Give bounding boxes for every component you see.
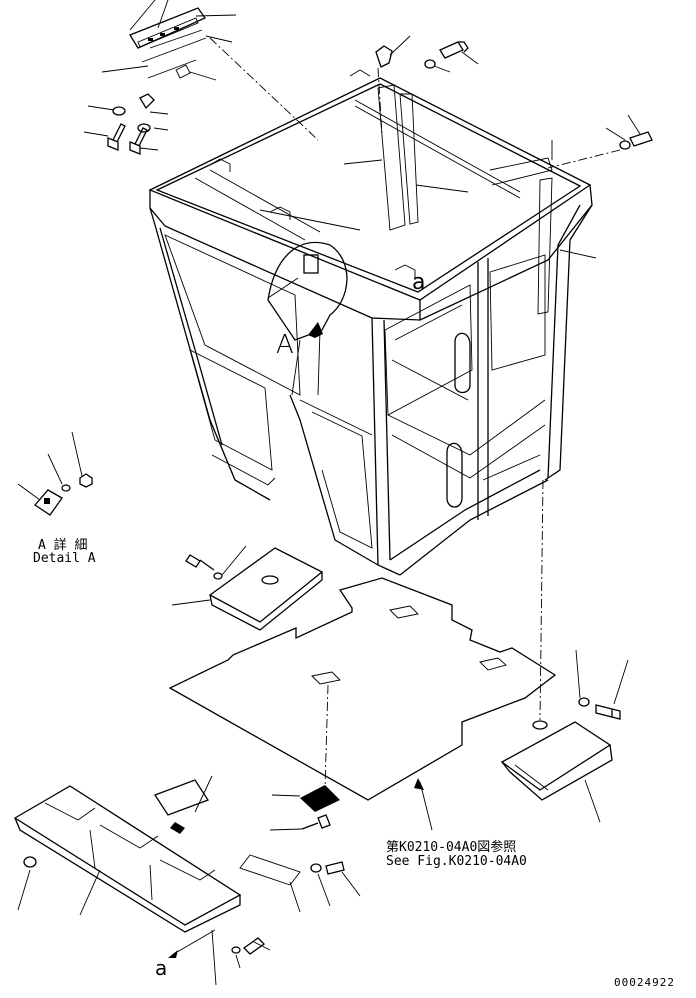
reference-label-jp: 第K0210-04A0図参照 (386, 840, 517, 855)
view-letter-a-big: A (276, 330, 294, 360)
roof-bracket-parts (83, 0, 319, 155)
detail-a-label-jp: A 詳 細 (38, 538, 88, 553)
detail-a-parts (17, 431, 93, 516)
reference-label-en: See Fig.K0210-04A0 (386, 854, 527, 869)
floor-mat (168, 479, 557, 831)
cover-bottom-left (13, 775, 361, 986)
cover-box-right (500, 649, 629, 823)
cab-assembly (148, 69, 593, 576)
detail-a-label-en: Detail A (33, 551, 96, 566)
cover-box-left (171, 545, 324, 631)
view-letter-a-top: a (412, 270, 426, 295)
roof-bolt-parts (267, 35, 653, 299)
view-letter-a-bottom: a (155, 956, 168, 980)
drawing-number: 00024922 (614, 976, 675, 989)
